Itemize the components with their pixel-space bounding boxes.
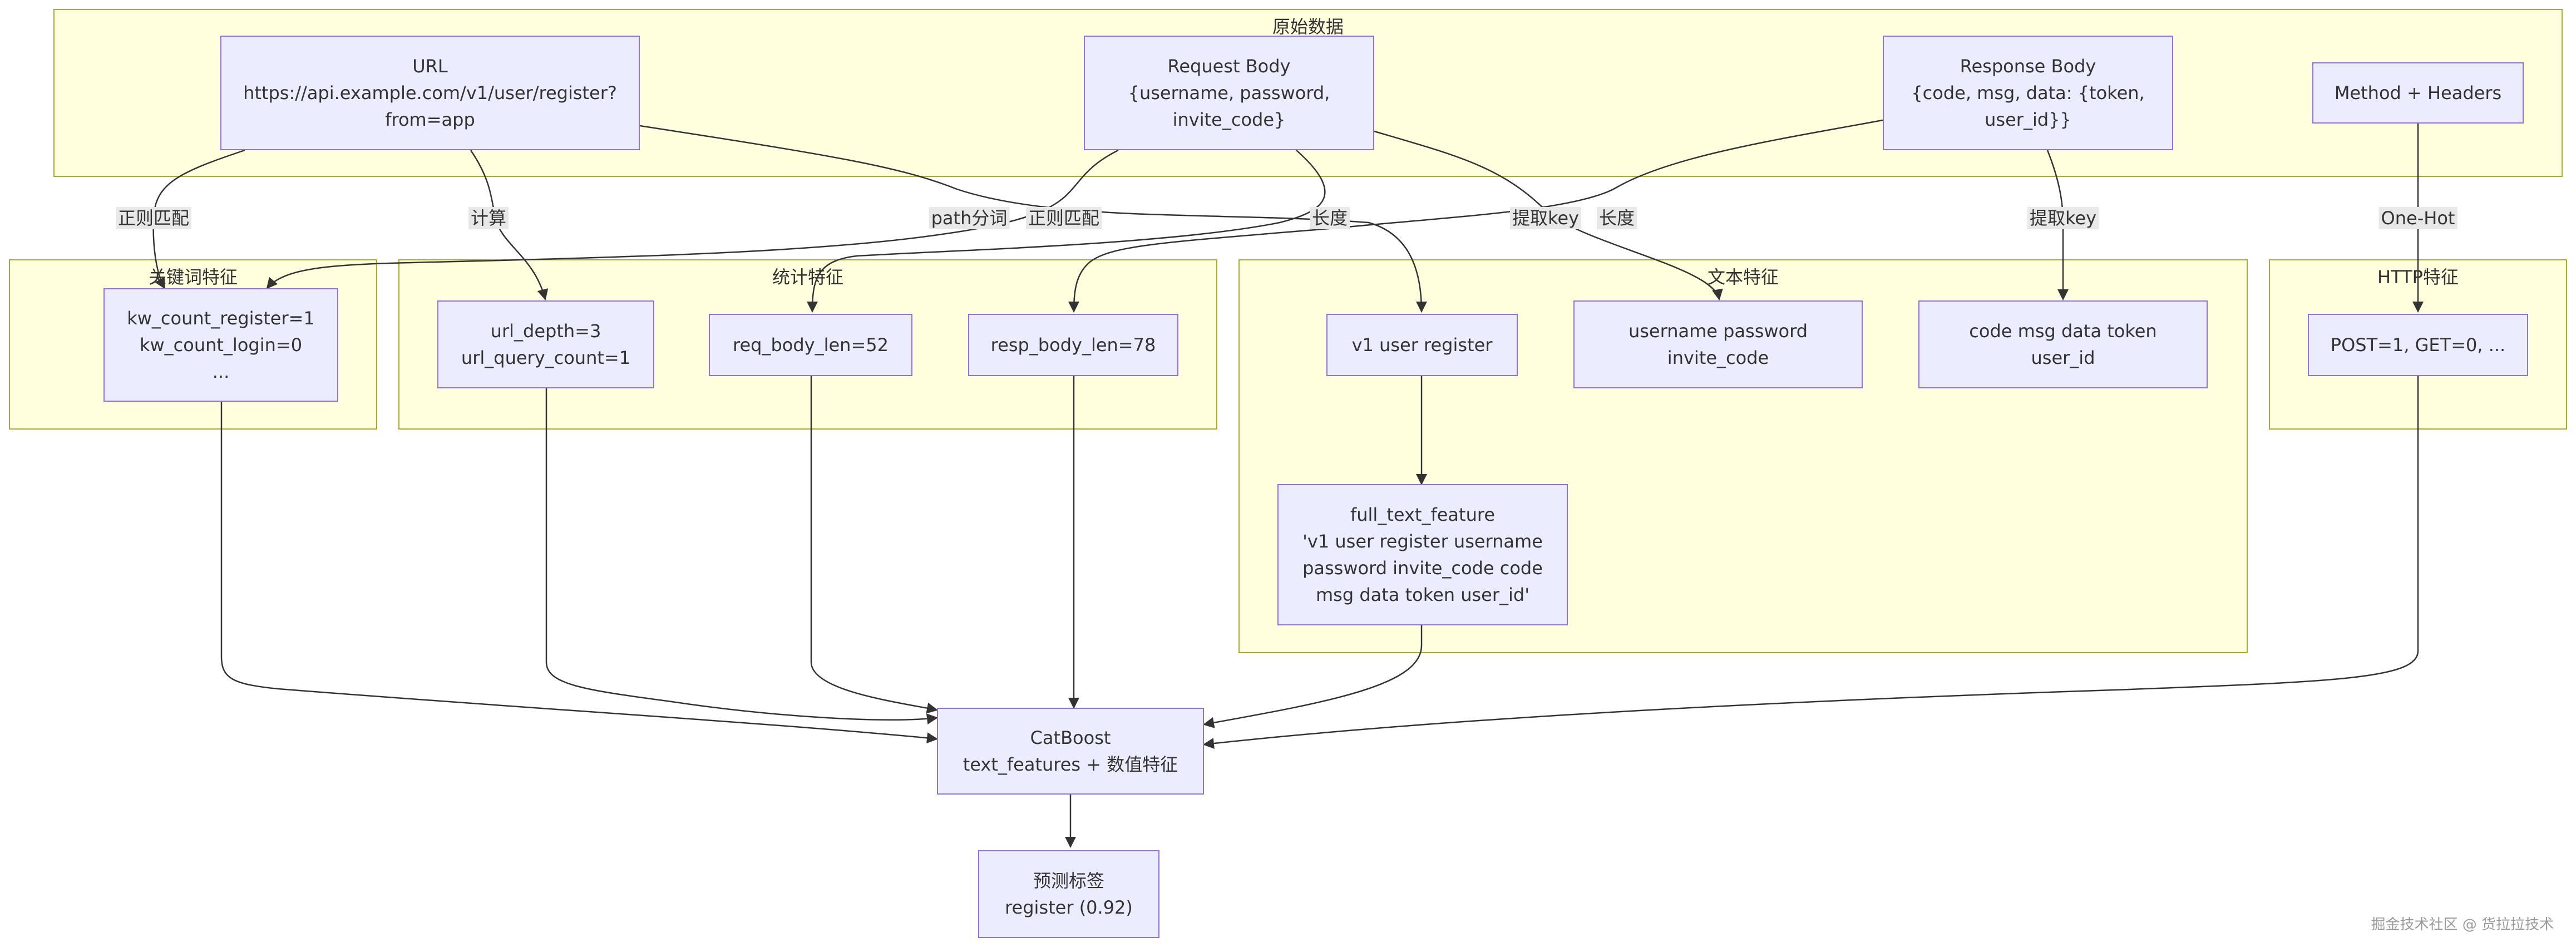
- node-request-body-line-1: Request Body: [1167, 56, 1291, 77]
- node-username-password[interactable]: username password invite_code: [1573, 300, 1863, 388]
- node-catboost[interactable]: CatBoost text_features + 数值特征: [937, 708, 1204, 795]
- node-response-body-line-2: {code, msg, data: {token,: [1911, 82, 2145, 103]
- node-prediction-line-2: register (0.92): [1005, 897, 1133, 918]
- node-v1-user-register[interactable]: v1 user register: [1326, 314, 1518, 376]
- edge-resp-to-resplen: [1068, 119, 1883, 313]
- node-full-text-feature-line-1: full_text_feature: [1350, 504, 1495, 525]
- edge-label-url-stats: 计算: [468, 207, 509, 229]
- node-url-stats[interactable]: url_depth=3 url_query_count=1: [437, 300, 654, 388]
- node-keyword-counts[interactable]: kw_count_register=1 kw_count_login=0 ...: [103, 288, 338, 402]
- node-full-text-feature[interactable]: full_text_feature 'v1 user register user…: [1277, 484, 1568, 625]
- node-catboost-line-1: CatBoost: [1030, 727, 1111, 748]
- node-resp-body-len-line-1: resp_body_len=78: [990, 334, 1156, 356]
- node-full-text-feature-line-2: 'v1 user register username: [1302, 531, 1543, 552]
- node-request-body-line-3: invite_code}: [1172, 109, 1286, 130]
- edge-fulltext-to-catboost: [1203, 625, 1423, 728]
- node-url-line-1: URL: [412, 56, 448, 77]
- cluster-title-raw-data: 原始数据: [1272, 16, 1344, 37]
- edge-keyword-to-catboost: [220, 402, 938, 744]
- node-url-stats-line-2: url_query_count=1: [461, 347, 631, 368]
- node-response-body-line-3: user_id}}: [1985, 109, 2071, 130]
- edge-label-resp-codemsg: 提取key: [2027, 207, 2099, 229]
- node-full-text-feature-line-3: password invite_code code: [1302, 558, 1543, 579]
- node-keyword-counts-line-3: ...: [212, 361, 230, 382]
- node-username-password-line-1: username password: [1628, 320, 1808, 342]
- node-code-msg-data[interactable]: code msg data token user_id: [1918, 300, 2208, 388]
- cluster-title-stats-features: 统计特征: [772, 267, 843, 288]
- edge-req-to-keyword: [266, 149, 1119, 289]
- node-response-body-line-1: Response Body: [1960, 56, 2096, 77]
- node-code-msg-data-line-1: code msg data token: [1969, 320, 2157, 342]
- node-username-password-line-2: invite_code: [1667, 347, 1769, 368]
- edge-urlstat-to-catboost: [545, 388, 938, 725]
- node-request-body-line-2: {username, password,: [1128, 82, 1330, 103]
- edge-label-req-keyword: 正则匹配: [1025, 207, 1102, 229]
- edge-label-url-keyword: 正则匹配: [115, 207, 192, 229]
- edge-label-url-v1: path分词: [929, 207, 1010, 229]
- node-request-body[interactable]: Request Body {username, password, invite…: [1084, 36, 1374, 150]
- edge-label-req-userpw: 长度: [1596, 207, 1637, 229]
- node-url-line-2: https://api.example.com/v1/user/register…: [243, 82, 617, 103]
- edge-reqlen-to-catboost: [810, 376, 938, 714]
- watermark: 掘金技术社区 @ 货拉拉技术: [2371, 916, 2554, 933]
- node-method-headers-line-1: Method + Headers: [2334, 82, 2502, 103]
- node-v1-user-register-line-1: v1 user register: [1351, 334, 1493, 356]
- node-code-msg-data-line-2: user_id: [2031, 347, 2095, 368]
- node-http-method-onehot-line-1: POST=1, GET=0, ...: [2330, 334, 2506, 356]
- node-url-line-3: from=app: [385, 109, 475, 130]
- node-resp-body-len[interactable]: resp_body_len=78: [968, 314, 1178, 376]
- edge-label-method-onehot: One-Hot: [2378, 207, 2457, 229]
- node-keyword-counts-line-1: kw_count_register=1: [127, 308, 315, 329]
- node-prediction[interactable]: 预测标签 register (0.92): [978, 850, 1159, 938]
- node-req-body-len-line-1: req_body_len=52: [733, 334, 889, 356]
- node-catboost-line-2: text_features + 数值特征: [963, 754, 1178, 775]
- edge-req-to-reqlen: [807, 150, 1326, 313]
- edge-label-resp-resplen: 提取key: [1509, 207, 1582, 229]
- edge-post-to-catboost: [1203, 376, 2419, 749]
- node-prediction-line-1: 预测标签: [1033, 870, 1104, 891]
- node-keyword-counts-line-2: kw_count_login=0: [139, 334, 303, 356]
- cluster-title-text-features: 文本特征: [1707, 267, 1779, 288]
- node-url[interactable]: URL https://api.example.com/v1/user/regi…: [220, 36, 640, 150]
- node-response-body[interactable]: Response Body {code, msg, data: {token, …: [1883, 36, 2173, 150]
- node-req-body-len[interactable]: req_body_len=52: [709, 314, 912, 376]
- node-http-method-onehot[interactable]: POST=1, GET=0, ...: [2308, 314, 2528, 376]
- node-url-stats-line-1: url_depth=3: [490, 320, 601, 342]
- node-full-text-feature-line-4: msg data token user_id': [1315, 584, 1530, 605]
- node-method-headers[interactable]: Method + Headers: [2312, 62, 2524, 124]
- edge-label-req-len: 长度: [1309, 207, 1350, 229]
